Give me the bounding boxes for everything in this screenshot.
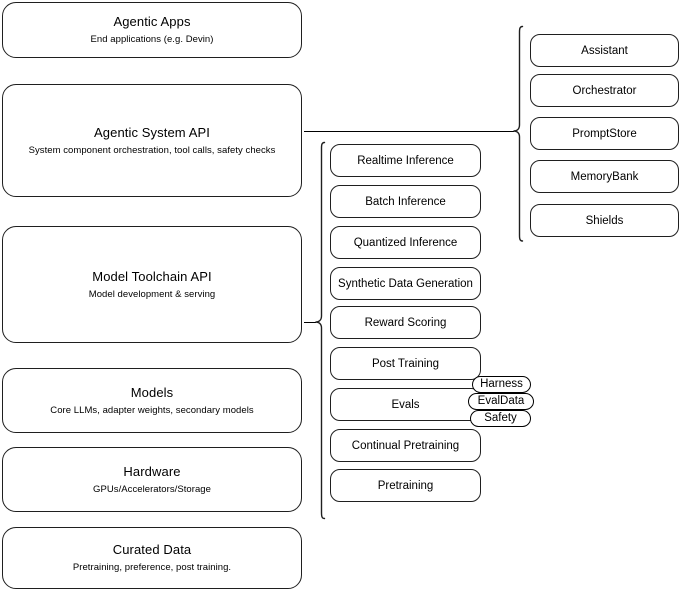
chip-evaldata[interactable]: EvalData — [468, 393, 534, 410]
component-label: Quantized Inference — [353, 236, 458, 249]
component-box-continual-pretraining[interactable]: Continual Pretraining — [330, 429, 481, 462]
layer-subtitle: End applications (e.g. Devin) — [90, 34, 214, 45]
component-box-shields[interactable]: Shields — [530, 204, 679, 237]
component-label: Realtime Inference — [357, 154, 454, 167]
component-box-assistant[interactable]: Assistant — [530, 34, 679, 67]
chip-harness[interactable]: Harness — [472, 376, 531, 393]
component-box-reward-scoring[interactable]: Reward Scoring — [330, 306, 481, 339]
layer-subtitle: Pretraining, preference, post training. — [72, 562, 232, 573]
component-label: Reward Scoring — [364, 316, 447, 329]
component-box-pretraining[interactable]: Pretraining — [330, 469, 481, 502]
component-label: Evals — [391, 398, 420, 411]
layer-title: Models — [130, 384, 174, 400]
component-label: Pretraining — [377, 479, 434, 492]
layer-box-hardware[interactable]: Hardware GPUs/Accelerators/Storage — [2, 447, 302, 512]
layer-subtitle: Core LLMs, adapter weights, secondary mo… — [50, 404, 254, 416]
component-label: Assistant — [581, 44, 628, 57]
chip-label: Safety — [484, 412, 517, 424]
component-box-realtime-inference[interactable]: Realtime Inference — [330, 144, 481, 177]
component-label: Synthetic Data Generation — [338, 277, 473, 290]
brace-agentic-system-components — [511, 25, 525, 243]
layer-subtitle: Model development & serving — [88, 288, 216, 300]
layer-box-agentic-apps[interactable]: Agentic Apps End applications (e.g. Devi… — [2, 2, 302, 58]
component-box-quantized-inference[interactable]: Quantized Inference — [330, 226, 481, 259]
layer-title: Agentic System API — [94, 124, 210, 140]
layer-title: Hardware — [123, 463, 181, 479]
layer-box-model-toolchain-api[interactable]: Model Toolchain API Model development & … — [2, 226, 302, 343]
component-label: MemoryBank — [570, 170, 639, 183]
layer-box-agentic-system-api[interactable]: Agentic System API System component orch… — [2, 84, 302, 197]
chip-label: EvalData — [477, 395, 525, 407]
component-box-orchestrator[interactable]: Orchestrator — [530, 74, 679, 107]
connector-agentic-system-api — [304, 131, 514, 132]
component-label: Orchestrator — [572, 84, 637, 97]
chip-label: Harness — [480, 378, 523, 390]
component-label: Continual Pretraining — [351, 439, 460, 452]
component-box-memorybank[interactable]: MemoryBank — [530, 160, 679, 193]
layer-box-curated-data[interactable]: Curated Data Pretraining, preference, po… — [2, 527, 302, 589]
component-box-synthetic-data-generation[interactable]: Synthetic Data Generation — [330, 267, 481, 300]
component-label: Post Training — [371, 357, 440, 370]
component-box-promptstore[interactable]: PromptStore — [530, 117, 679, 150]
brace-model-toolchain-components — [313, 141, 327, 521]
layer-subtitle: System component orchestration, tool cal… — [28, 144, 276, 156]
component-box-evals[interactable]: Evals — [330, 388, 481, 421]
component-label: Batch Inference — [365, 195, 446, 208]
component-label: PromptStore — [572, 127, 637, 140]
layer-title: Curated Data — [112, 542, 192, 557]
chip-safety[interactable]: Safety — [470, 410, 531, 427]
component-box-batch-inference[interactable]: Batch Inference — [330, 185, 481, 218]
component-box-post-training[interactable]: Post Training — [330, 347, 481, 380]
layer-title: Model Toolchain API — [92, 268, 212, 284]
component-label: Shields — [585, 214, 624, 227]
layer-box-models[interactable]: Models Core LLMs, adapter weights, secon… — [2, 368, 302, 433]
connector-model-toolchain-api — [304, 322, 316, 323]
layer-subtitle: GPUs/Accelerators/Storage — [93, 483, 211, 495]
layer-title: Agentic Apps — [113, 14, 191, 29]
